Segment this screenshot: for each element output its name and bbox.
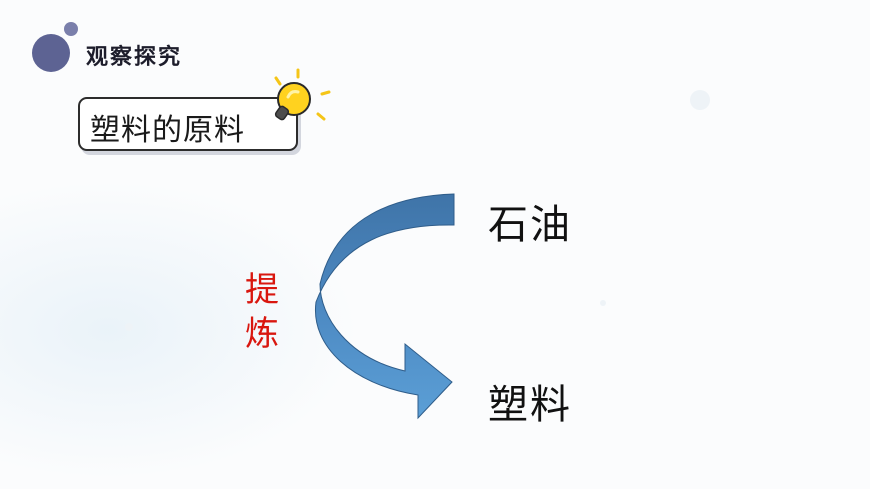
target-material: 塑料: [488, 382, 572, 428]
background-dot: [600, 300, 606, 306]
topic-label-text: 塑料的原料: [90, 113, 245, 148]
header-dot-icon: [64, 22, 78, 36]
process-char: 提: [245, 270, 279, 310]
background-wash: [0, 180, 360, 480]
lightbulb-icon: [274, 68, 331, 121]
process-char: 炼: [245, 314, 279, 354]
source-material: 石油: [488, 202, 572, 248]
section-header: 观察探究: [32, 22, 292, 78]
topic-label: 塑料的原料: [78, 97, 298, 151]
background-dot: [125, 323, 133, 331]
background-dot: [690, 90, 710, 110]
section-title: 观察探究: [86, 45, 183, 70]
header-circle-icon: [32, 34, 70, 72]
process-label: 提 炼: [242, 268, 282, 356]
refine-arrow: [314, 193, 455, 420]
